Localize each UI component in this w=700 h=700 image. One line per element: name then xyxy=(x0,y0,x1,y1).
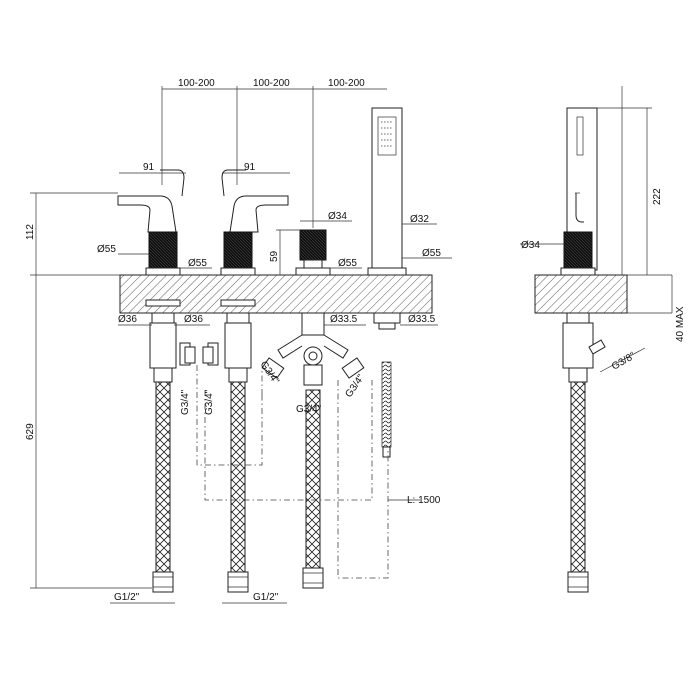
dia-34-diverter-label: Ø34 xyxy=(328,211,347,222)
dia-55-right-label: Ø55 xyxy=(422,248,441,259)
hand-shower xyxy=(367,107,407,458)
inlet-right-label: G1/2" xyxy=(253,592,279,603)
height-59-label: 59 xyxy=(269,250,280,262)
height-629-label: 629 xyxy=(25,423,36,440)
handle-reach-right-label: 91 xyxy=(244,162,256,173)
spacing-label-3: 100-200 xyxy=(328,78,365,89)
dia-55-left-label: Ø55 xyxy=(97,244,116,255)
diverter-valve xyxy=(261,86,365,589)
height-222-label: 222 xyxy=(652,188,663,205)
thread-diverter-mid-label: G3/4" xyxy=(296,404,322,415)
hose-length-label: L: 1500 xyxy=(407,495,441,506)
shower-nozzles-front xyxy=(381,121,393,147)
dimension-labels: 100-200 100-200 100-200 91 91 112 629 59… xyxy=(25,78,686,603)
dimension-lines xyxy=(30,88,673,604)
side-view xyxy=(534,86,672,593)
dia-36-left-label: Ø36 xyxy=(118,314,137,325)
thread-diverter-right-label: G3/4" xyxy=(343,372,367,399)
left-mixer-valve xyxy=(117,86,196,593)
thread-side-label: G3/8" xyxy=(610,350,638,372)
dia-33-5-shower-label: Ø33.5 xyxy=(408,314,436,325)
spacing-label-1: 100-200 xyxy=(178,78,215,89)
max-40-label: 40 MAX xyxy=(675,306,686,342)
inlet-left-label: G1/2" xyxy=(114,592,140,603)
dia-55-diverter-label: Ø55 xyxy=(338,258,357,269)
dia-33-5-diverter-label: Ø33.5 xyxy=(330,314,358,325)
dia-55-mid-label: Ø55 xyxy=(188,258,207,269)
handle-reach-left-label: 91 xyxy=(143,162,155,173)
deck-section-front xyxy=(98,274,433,314)
height-112-label: 112 xyxy=(25,224,36,240)
spacing-label-2: 100-200 xyxy=(253,78,290,89)
middle-mixer-valve xyxy=(202,86,289,593)
dia-34-side-label: Ø34 xyxy=(521,240,540,251)
thread-left-1-label: G3/4" xyxy=(180,389,191,415)
connection-lines xyxy=(196,365,389,579)
thread-left-2-label: G3/4" xyxy=(204,389,215,415)
dia-36-right-label: Ø36 xyxy=(184,314,203,325)
dia-32-shower-label: Ø32 xyxy=(410,214,429,225)
